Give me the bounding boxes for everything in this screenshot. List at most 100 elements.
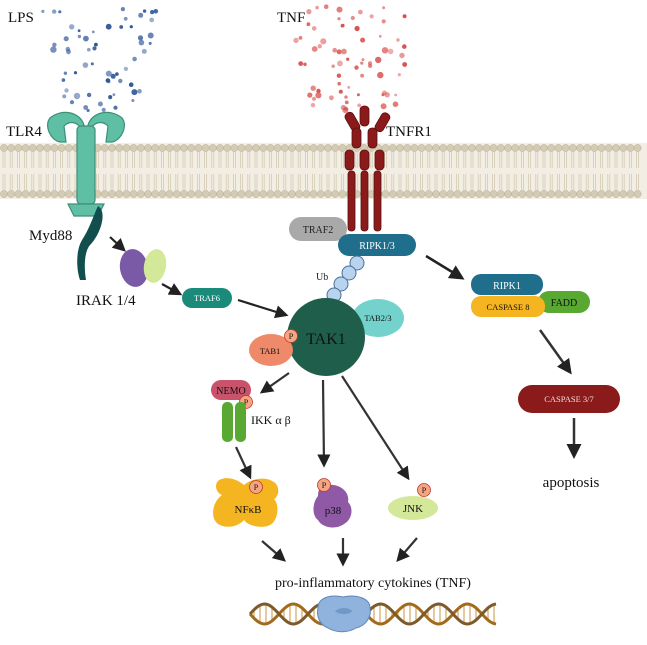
ligand-dot [150, 10, 155, 15]
lipid-head [158, 144, 167, 152]
tnfr1-label: TNFR1 [386, 124, 432, 140]
ligand-dot [120, 7, 125, 12]
ligand-dot [402, 62, 408, 67]
lipid-head [626, 144, 635, 152]
tnf-label: TNF [277, 10, 305, 26]
lipid-head [28, 144, 37, 152]
arrow-myd88-irak [109, 236, 126, 252]
lipid-head [460, 190, 469, 198]
nemo-label: NEMO [216, 386, 245, 397]
lipid-head [424, 190, 433, 198]
jnk-phospho-label: P [422, 486, 427, 495]
tak1-label: TAK1 [306, 331, 346, 348]
ikk-alpha-node [222, 402, 233, 442]
traf6-node [182, 288, 232, 308]
lipid-head [201, 144, 210, 152]
ripk13-node [338, 234, 416, 256]
ligand-dot [361, 58, 365, 62]
ligand-dot [131, 99, 135, 102]
lipid-head [14, 190, 23, 198]
lipid-head [324, 190, 332, 198]
ligand-dot [113, 105, 118, 110]
ligand-dot [66, 49, 71, 55]
lipid-head [122, 190, 131, 198]
lipid-head [100, 144, 109, 152]
arrow-traf6-tak1 [237, 298, 289, 319]
ligand-dot [387, 48, 394, 55]
fadd-label: FADD [551, 298, 577, 309]
ligand-dot [63, 36, 69, 42]
lipid-head [511, 144, 520, 152]
lipid-head [144, 144, 152, 152]
lipid-head [540, 190, 548, 198]
ubiquitin-chain [326, 255, 365, 303]
ligand-dot [341, 23, 345, 28]
ligand-dot [329, 95, 334, 101]
ligand-dot [137, 89, 142, 94]
lipid-head [309, 144, 318, 152]
lipid-head [50, 190, 59, 198]
ligand-dot [310, 85, 316, 91]
lipid-head [583, 144, 592, 152]
lipid-head [576, 190, 584, 198]
lipid-head [597, 190, 606, 198]
ripk1-label: RIPK1 [493, 281, 521, 292]
irak-purple-shape [119, 249, 149, 287]
lipid-head [504, 144, 512, 152]
lipid-head [561, 190, 570, 198]
ligand-dot [141, 48, 147, 54]
ub-label: Ub [316, 272, 328, 283]
lipid-head [273, 144, 282, 152]
arrow-ripk13-complex [425, 254, 465, 280]
lipid-head [302, 144, 311, 152]
ligand-dot [62, 94, 67, 99]
lipid-head [619, 144, 628, 152]
ligand-dot [306, 22, 311, 27]
membrane-heads-bottom [0, 190, 642, 198]
lipid-head [43, 190, 52, 198]
traf6-label: TRAF6 [194, 293, 220, 303]
ikk-label: IKK α β [251, 413, 291, 427]
lipid-head [180, 144, 188, 152]
lipid-head [612, 144, 620, 152]
ligand-dot [73, 92, 81, 100]
lipid-head [36, 144, 44, 152]
ligand-dot [380, 103, 387, 110]
lipid-head [252, 190, 260, 198]
ligand-dot [369, 14, 374, 19]
lipid-head [266, 144, 275, 152]
ligand-dot [306, 9, 312, 15]
lipid-head [100, 190, 109, 198]
ligand-dot [344, 100, 349, 105]
lipid-head [208, 190, 217, 198]
lipid-head [165, 190, 174, 198]
lipid-head [532, 190, 541, 198]
ligand-dot [50, 46, 57, 53]
p38-phospho-label: P [322, 481, 327, 490]
lipid-head [338, 190, 347, 198]
tab1-phospho-label: P [289, 332, 294, 341]
lipid-head [230, 144, 239, 152]
lipid-head [489, 190, 498, 198]
lipid-head [403, 190, 412, 198]
lipid-head [187, 144, 196, 152]
ligand-dot [315, 5, 319, 10]
ligand-dot [360, 73, 364, 78]
ligand-dot [69, 100, 75, 105]
lipid-head [115, 144, 124, 152]
ligand-dot [368, 63, 373, 68]
lipid-head [165, 144, 174, 152]
dna-strand [248, 602, 497, 626]
lipid-head [129, 144, 138, 152]
ligand-dot [83, 35, 89, 42]
lipid-head [158, 190, 167, 198]
ligand-dot [123, 16, 128, 21]
lipid-head [525, 144, 534, 152]
lipid-head [547, 190, 556, 198]
ligand-dot [138, 12, 144, 18]
jnk-label: JNK [403, 503, 423, 515]
ligand-dot [307, 92, 313, 98]
ligand-dot [320, 38, 327, 45]
ligand-dot [360, 37, 366, 43]
lipid-head [568, 190, 577, 198]
